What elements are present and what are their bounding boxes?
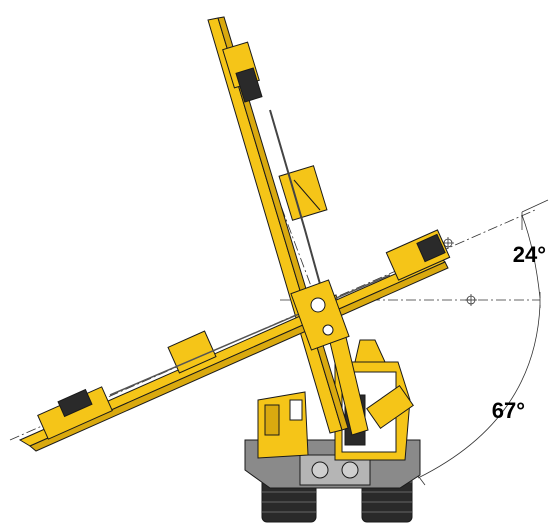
secondary-boom xyxy=(18,229,451,452)
drill-rod xyxy=(109,274,391,396)
wheel-hub-left xyxy=(311,461,329,479)
main-boom-rail xyxy=(207,17,343,434)
lower-boom-clamp xyxy=(366,385,414,429)
engine-panel xyxy=(289,399,303,421)
wheel-hub-right xyxy=(341,461,359,479)
angle-arc-upper xyxy=(521,214,541,299)
pivot-pin xyxy=(310,297,326,313)
dim-tick-top xyxy=(521,199,549,213)
feed-detail xyxy=(293,179,321,211)
boom-end-motor xyxy=(416,233,446,263)
pivot-bracket xyxy=(290,279,350,351)
feed-cylinder xyxy=(278,165,328,221)
engine-detail xyxy=(264,404,280,436)
rotation-motor-top xyxy=(235,67,263,103)
angle-label-upper: 24° xyxy=(513,242,546,267)
angle-arc-lower xyxy=(417,304,541,479)
rotation-motor-left xyxy=(57,388,93,418)
crosshair-marker-icon xyxy=(465,294,477,306)
centralizer-unit xyxy=(167,330,217,374)
cab-roof-post xyxy=(354,339,386,363)
boom-pivot-cluster xyxy=(290,279,414,429)
pivot-pin-lower xyxy=(322,324,334,336)
angle-label-lower: 67° xyxy=(492,398,525,423)
main-boom xyxy=(207,16,369,436)
crosshair-marker-icon xyxy=(442,237,454,249)
